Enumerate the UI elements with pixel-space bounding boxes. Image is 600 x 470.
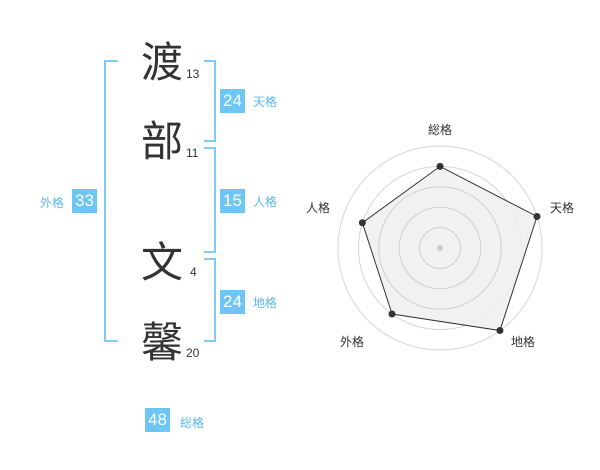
name-char-4: 馨 [141,318,184,367]
radar-inner-ring [398,206,482,290]
jinkaku-value: 15 [220,189,245,213]
radar-axis-label-soukaku: 総格 [428,123,453,137]
radar-inner-ring [378,186,502,310]
jinkaku-bracket [204,147,216,253]
chikaku-bracket [204,258,216,342]
radar-point-1 [436,162,444,170]
radar-axis-label-tenkaku: 天格 [550,201,575,215]
radar-series-polygon [361,165,538,332]
radar-ring [337,145,543,351]
chikaku-value: 24 [220,290,245,314]
stroke-count-1: 13 [186,67,200,81]
radar-point-3 [496,327,504,335]
radar-axis-label-gaikaku: 外格 [340,335,365,349]
jinkaku-label: 人格 [253,195,278,209]
stroke-count-3: 4 [190,265,197,279]
radar-axis-label-jinkaku: 人格 [306,201,331,215]
gaikaku-bracket [104,60,118,342]
soukaku-label: 総格 [180,416,205,430]
tenkaku-label: 天格 [253,95,278,109]
radar-inner-ring [419,227,461,269]
tenkaku-bracket [204,60,216,142]
gaikaku-value: 33 [72,189,97,213]
gaikaku-label: 外格 [40,196,65,210]
name-char-2: 部 [141,117,184,166]
stroke-count-2: 11 [186,146,199,160]
radar-center-dot [437,245,443,251]
stroke-count-4: 20 [186,346,200,360]
radar-point-2 [533,212,541,220]
radar-point-5 [358,219,366,227]
chikaku-label: 地格 [253,296,278,310]
radar-axis-label-chikaku: 地格 [511,335,536,349]
tenkaku-value: 24 [220,89,245,113]
name-char-3: 文 [141,238,184,287]
soukaku-value: 48 [145,408,170,432]
radar-point-4 [388,310,396,318]
name-char-1: 渡 [141,38,184,87]
